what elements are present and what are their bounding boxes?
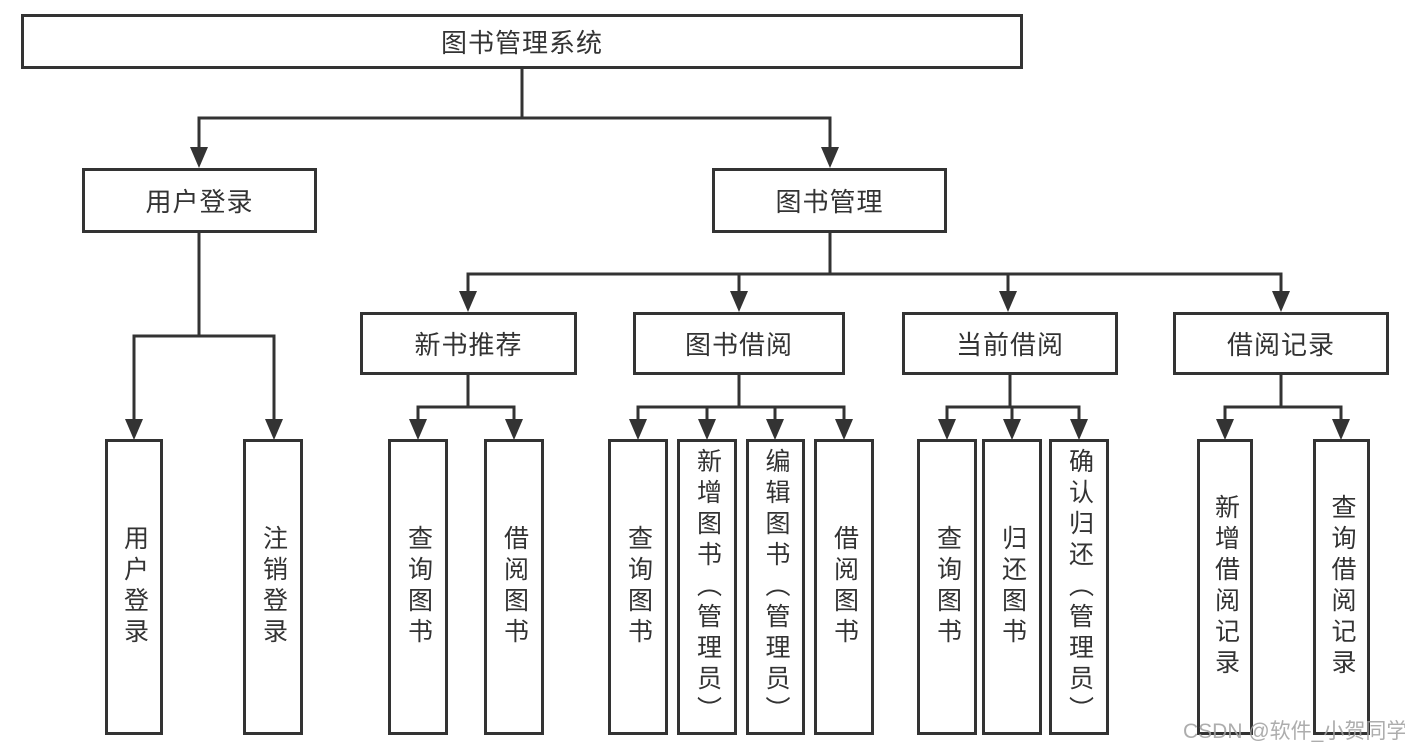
node-label: 图书借阅 [684, 330, 793, 360]
leaf-label: 借阅图书 [830, 525, 859, 649]
node-book-borrow: 图书借阅 [633, 312, 845, 375]
leaf-edit-books-admin: 编辑图书（管理员） [746, 439, 805, 735]
leaf-label: 注销登录 [259, 525, 288, 649]
connector-records-span [1223, 405, 1343, 421]
leaf-label: 借阅图书 [500, 525, 529, 649]
node-label: 图书管理 [775, 187, 884, 217]
leaf-confirm-return-admin: 确认归还（管理员） [1049, 439, 1109, 735]
leaf-label: 编辑图书（管理员） [762, 447, 790, 727]
node-label: 当前借阅 [955, 330, 1064, 360]
node-borrow-records: 借阅记录 [1173, 312, 1389, 375]
leaf-return-books: 归还图书 [982, 439, 1042, 735]
connector-level2-span [197, 116, 832, 150]
leaf-label: 确认归还（管理员） [1065, 447, 1094, 727]
connector-level3-span [466, 272, 1283, 293]
leaf-query-borrow-record: 查询借阅记录 [1313, 439, 1370, 735]
leaf-label: 新增图书（管理员） [693, 447, 722, 727]
leaf-add-books-admin: 新增图书（管理员） [677, 439, 737, 735]
leaf-label: 新增借阅记录 [1211, 494, 1240, 680]
leaf-query-books: 查询图书 [388, 439, 448, 735]
leaf-add-borrow-record: 新增借阅记录 [1197, 439, 1253, 735]
node-book-management: 图书管理 [712, 168, 947, 233]
node-root-system: 图书管理系统 [21, 14, 1023, 69]
leaf-label: 查询图书 [933, 525, 962, 649]
csdn-watermark: CSDN @软件_小贺同学 [1183, 720, 1405, 743]
connector-borrow-span [636, 405, 846, 421]
connector-rec-span [416, 405, 516, 421]
node-label: 借阅记录 [1226, 330, 1335, 360]
leaf-query-books: 查询图书 [608, 439, 668, 735]
node-label: 新书推荐 [414, 330, 523, 360]
leaf-logout: 注销登录 [243, 439, 303, 735]
node-user-login: 用户登录 [82, 168, 317, 233]
leaf-label: 用户登录 [120, 525, 149, 649]
leaf-borrow-books: 借阅图书 [814, 439, 874, 735]
node-label: 用户登录 [145, 187, 254, 217]
node-new-book-recommend: 新书推荐 [360, 312, 577, 375]
connector-login-span [132, 334, 276, 422]
leaf-label: 查询图书 [624, 525, 653, 649]
leaf-user-login: 用户登录 [105, 439, 163, 735]
leaf-label: 查询借阅记录 [1328, 494, 1356, 680]
leaf-label: 归还图书 [998, 525, 1027, 649]
node-current-borrow: 当前借阅 [902, 312, 1118, 375]
leaf-label: 查询图书 [404, 525, 433, 649]
arrowheads [125, 147, 1350, 440]
leaf-query-books: 查询图书 [917, 439, 977, 735]
leaf-borrow-books: 借阅图书 [484, 439, 544, 735]
node-label: 图书管理系统 [440, 28, 603, 58]
